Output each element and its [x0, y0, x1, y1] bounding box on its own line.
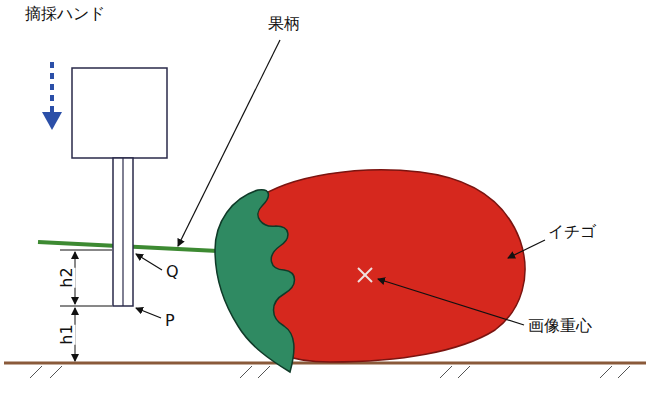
hand-finger [122, 158, 123, 306]
ground-hatch [618, 366, 630, 378]
leader-line [136, 254, 162, 270]
hand-body [72, 68, 167, 158]
ground-hatch [30, 366, 42, 378]
calyx [215, 190, 295, 372]
centroid-mark [358, 268, 372, 282]
dimension-label: h1 [56, 325, 75, 345]
leader-line [136, 308, 161, 318]
part-label: 摘採ハンド [25, 4, 105, 23]
leader-line [378, 279, 524, 325]
leader-line [508, 240, 545, 258]
ground-hatch [458, 366, 470, 378]
dimension-label: h2 [56, 268, 75, 288]
ground-hatch [240, 366, 252, 378]
part-label: イチゴ [548, 222, 596, 241]
hand-finger [113, 158, 133, 306]
ground-hatch [50, 366, 62, 378]
part-label: 果柄 [268, 14, 300, 33]
dimension-tick [60, 306, 112, 307]
centroid-mark [358, 268, 372, 282]
point-label: Q [166, 262, 179, 281]
ground-hatch [258, 366, 270, 378]
ground-hatch [600, 366, 612, 378]
point-label: P [165, 311, 175, 330]
motion-arrow [42, 112, 62, 130]
ground-hatch [440, 366, 452, 378]
leader-line [178, 40, 280, 246]
part-label: 画像重心 [528, 316, 592, 335]
dimension-tick [60, 250, 112, 251]
ground-hatch [30, 366, 630, 378]
motion-arrow [50, 62, 54, 112]
